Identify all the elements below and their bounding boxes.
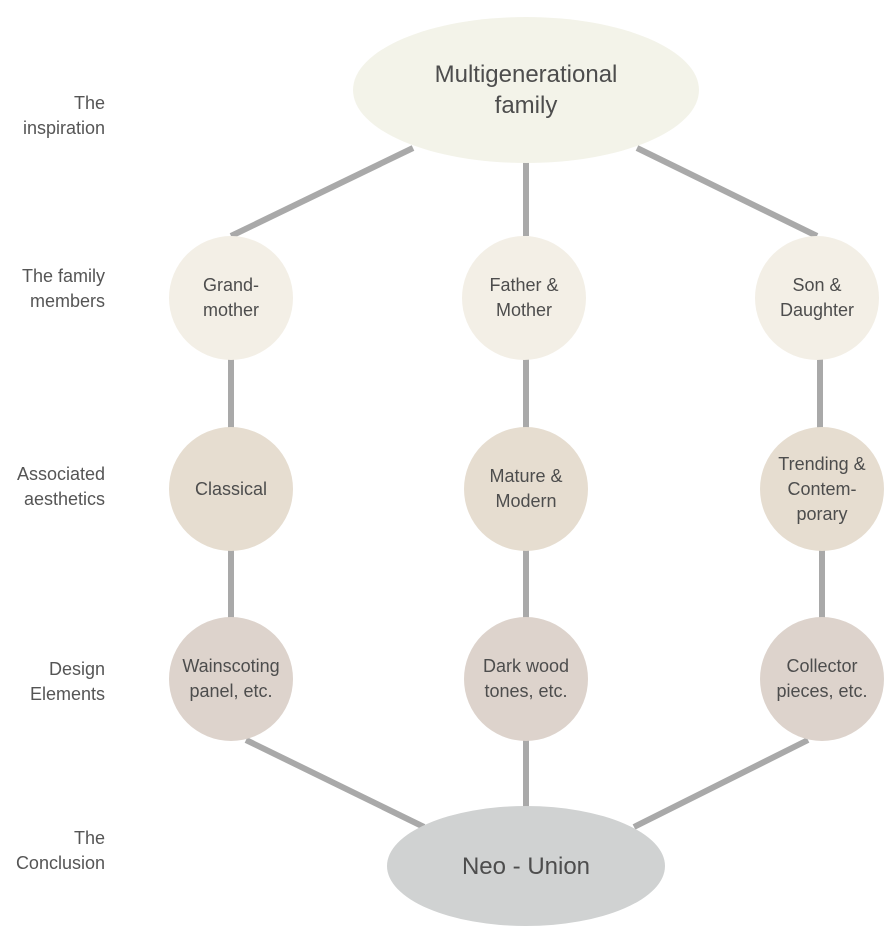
node-father-mother xyxy=(462,236,586,360)
node-son-daughter xyxy=(755,236,879,360)
connector-collector-conclusion xyxy=(632,737,810,830)
node-text-wainscoting: Wainscoting panel, etc. xyxy=(182,656,280,701)
node-text-trending-contemporary: Trending & Contem- porary xyxy=(778,453,866,524)
connector-wainscoting-conclusion xyxy=(244,737,426,830)
connectors xyxy=(228,145,825,830)
node-classical xyxy=(169,427,293,551)
row-label-conclusion: The Conclusion xyxy=(15,828,105,873)
node-text-classical: Classical xyxy=(194,478,268,499)
node-trending-contemporary xyxy=(760,427,884,551)
node-multigenerational-family xyxy=(353,17,699,163)
node-dark-wood xyxy=(464,617,588,741)
nodes xyxy=(169,17,884,926)
connector-top-grandmother xyxy=(229,145,415,239)
node-text-mature-modern: Mature & Modern xyxy=(489,466,563,511)
row-label-members: The family members xyxy=(21,266,105,311)
row-label-aesthetics: Associated aesthetics xyxy=(16,464,105,509)
row-label-elements: Design Elements xyxy=(29,659,105,704)
connector-top-children xyxy=(635,145,819,239)
node-text-collector: Collector pieces, etc. xyxy=(776,656,868,701)
node-text-son-daughter: Son & Daughter xyxy=(779,275,855,320)
node-mature-modern xyxy=(464,427,588,551)
node-grandmother xyxy=(169,236,293,360)
node-text-neo-union: Neo - Union xyxy=(461,852,591,880)
node-text-dark-wood: Dark wood tones, etc. xyxy=(482,656,570,701)
node-text-multigenerational-family: Multigenerational family xyxy=(434,61,618,119)
node-neo-union xyxy=(387,806,665,926)
node-collector xyxy=(760,617,884,741)
node-text-grandmother: Grand- mother xyxy=(202,275,260,320)
node-text-father-mother: Father & Mother xyxy=(489,275,559,320)
node-wainscoting xyxy=(169,617,293,741)
row-label-inspiration: The inspiration xyxy=(22,93,105,138)
